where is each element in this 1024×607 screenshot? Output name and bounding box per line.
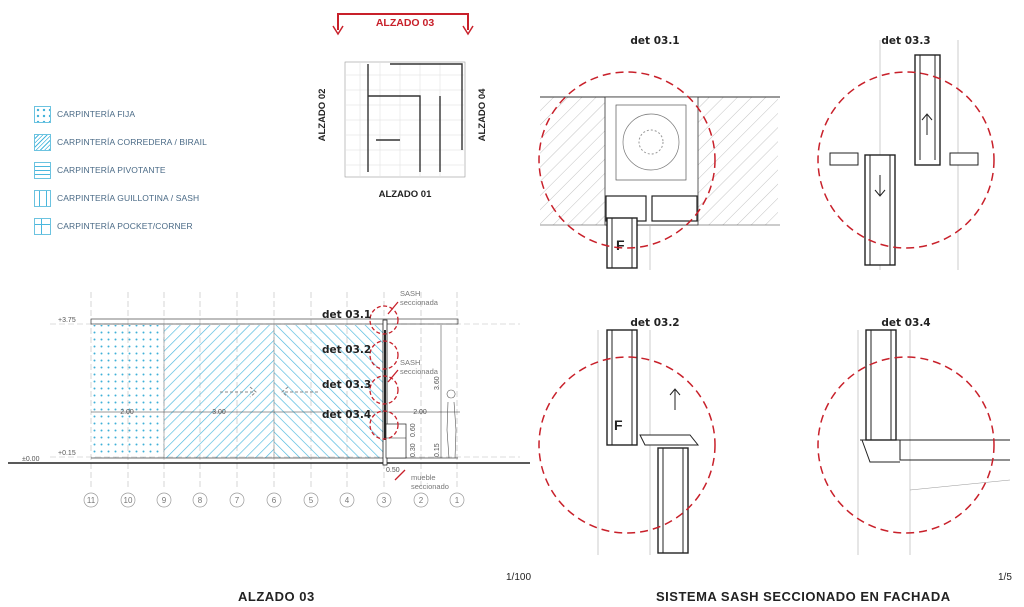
- axis-label: 3: [382, 496, 387, 505]
- detail-033: det 03.3: [817, 35, 995, 270]
- key-plan-left-label: ALZADO 02: [317, 89, 328, 142]
- dim-text: 3.00: [212, 409, 226, 416]
- note-text: mueble: [411, 473, 436, 482]
- legend-label: CARPINTERÍA CORREDERA / BIRAIL: [57, 137, 207, 147]
- detail-031: F det 03.1: [538, 35, 780, 270]
- detail-title: det 03.2: [630, 317, 679, 329]
- details-panel: F det 03.1 det 03.3 F d: [538, 35, 1011, 555]
- axis-label: 11: [87, 496, 96, 505]
- key-plan-right-label: ALZADO 04: [477, 88, 488, 142]
- axis-label: 9: [162, 496, 167, 505]
- detail-circle: [538, 71, 716, 249]
- dim-text: 3.60: [434, 376, 441, 390]
- fixed-mark: F: [616, 237, 625, 253]
- detail-circle: [817, 356, 995, 534]
- note-text: seccionada: [400, 298, 439, 307]
- dim-text: 0.60: [410, 423, 417, 437]
- detail-callouts: [369, 305, 399, 440]
- key-plan: ALZADO 03 ALZADO 01 ALZADO 02 ALZADO 04: [317, 13, 488, 200]
- fixed-panel: [91, 325, 164, 458]
- dotted-pattern-icon: [34, 105, 51, 123]
- note-text: SASH: [400, 358, 420, 367]
- detail-label: det 03.4: [322, 409, 371, 421]
- legend-label: CARPINTERÍA PIVOTANTE: [57, 165, 166, 175]
- horizontal-pattern-icon: [34, 161, 51, 179]
- key-plan-bottom-label: ALZADO 01: [379, 189, 433, 200]
- detail-034: det 03.4: [817, 317, 1011, 555]
- details-scale: 1/5: [998, 572, 1012, 583]
- legend-item-pocket: CARPINTERÍA POCKET/CORNER: [34, 212, 207, 240]
- dim-text: 0.15: [434, 443, 441, 457]
- details-title: SISTEMA SASH SECCIONADO EN FACHADA: [656, 589, 951, 604]
- legend-item-pivotante: CARPINTERÍA PIVOTANTE: [34, 156, 207, 184]
- key-plan-top-label: ALZADO 03: [376, 17, 435, 29]
- axis-label: 10: [124, 496, 133, 505]
- grid-axis-bubbles: [83, 492, 465, 508]
- legend-label: CARPINTERÍA POCKET/CORNER: [57, 221, 193, 231]
- sliding-panel-left: [164, 325, 274, 458]
- legend-item-sash: CARPINTERÍA GUILLOTINA / SASH: [34, 184, 207, 212]
- axis-label: 6: [272, 496, 277, 505]
- fixed-mark: F: [614, 417, 623, 433]
- elevation-drawing: 2.00 3.00 2.00 3.60 0.50 0.60 0.30 0.15 …: [8, 289, 530, 508]
- elevation-scale: 1/100: [506, 572, 532, 583]
- dim-text: 0.30: [410, 443, 417, 457]
- legend-label: CARPINTERÍA GUILLOTINA / SASH: [57, 193, 200, 203]
- human-figure-icon: [446, 389, 457, 459]
- level-bottom: +0.15: [58, 450, 76, 457]
- legend-item-corredera: CARPINTERÍA CORREDERA / BIRAIL: [34, 128, 207, 156]
- detail-circle: [817, 71, 995, 249]
- detail-title: det 03.4: [881, 317, 930, 329]
- dim-text: 2.00: [413, 409, 427, 416]
- detail-032: F det 03.2: [538, 317, 716, 555]
- note-text: seccionado: [411, 482, 449, 491]
- elevation-title: ALZADO 03: [238, 589, 315, 604]
- detail-label: det 03.3: [322, 379, 371, 391]
- dim-text: 2.00: [120, 409, 134, 416]
- legend-label: CARPINTERÍA FIJA: [57, 109, 136, 119]
- vertical-pattern-icon: [34, 189, 51, 207]
- detail-title: det 03.1: [630, 35, 679, 47]
- axis-label: 8: [198, 496, 203, 505]
- legend-item-fija: CARPINTERÍA FIJA: [34, 100, 207, 128]
- furniture: [385, 423, 407, 459]
- level-top: +3.75: [58, 317, 76, 324]
- axis-label: 5: [309, 496, 314, 505]
- dim-text: 0.50: [386, 467, 400, 474]
- detail-circle: [538, 356, 716, 534]
- detail-label: det 03.1: [322, 309, 371, 321]
- detail-title: det 03.3: [881, 35, 930, 47]
- key-plan-arrow: [337, 13, 469, 30]
- note-text: SASH: [400, 289, 420, 298]
- level-ground: ±0.00: [22, 456, 40, 463]
- axis-label: 2: [419, 496, 424, 505]
- detail-label: det 03.2: [322, 344, 371, 356]
- axis-label: 7: [235, 496, 240, 505]
- note-text: seccionada: [400, 367, 439, 376]
- axis-label: 1: [455, 496, 460, 505]
- legend: CARPINTERÍA FIJA CARPINTERÍA CORREDERA /…: [34, 100, 207, 240]
- axis-label: 4: [345, 496, 350, 505]
- cross-pattern-icon: [34, 217, 51, 235]
- diagonal-pattern-icon: [34, 133, 51, 151]
